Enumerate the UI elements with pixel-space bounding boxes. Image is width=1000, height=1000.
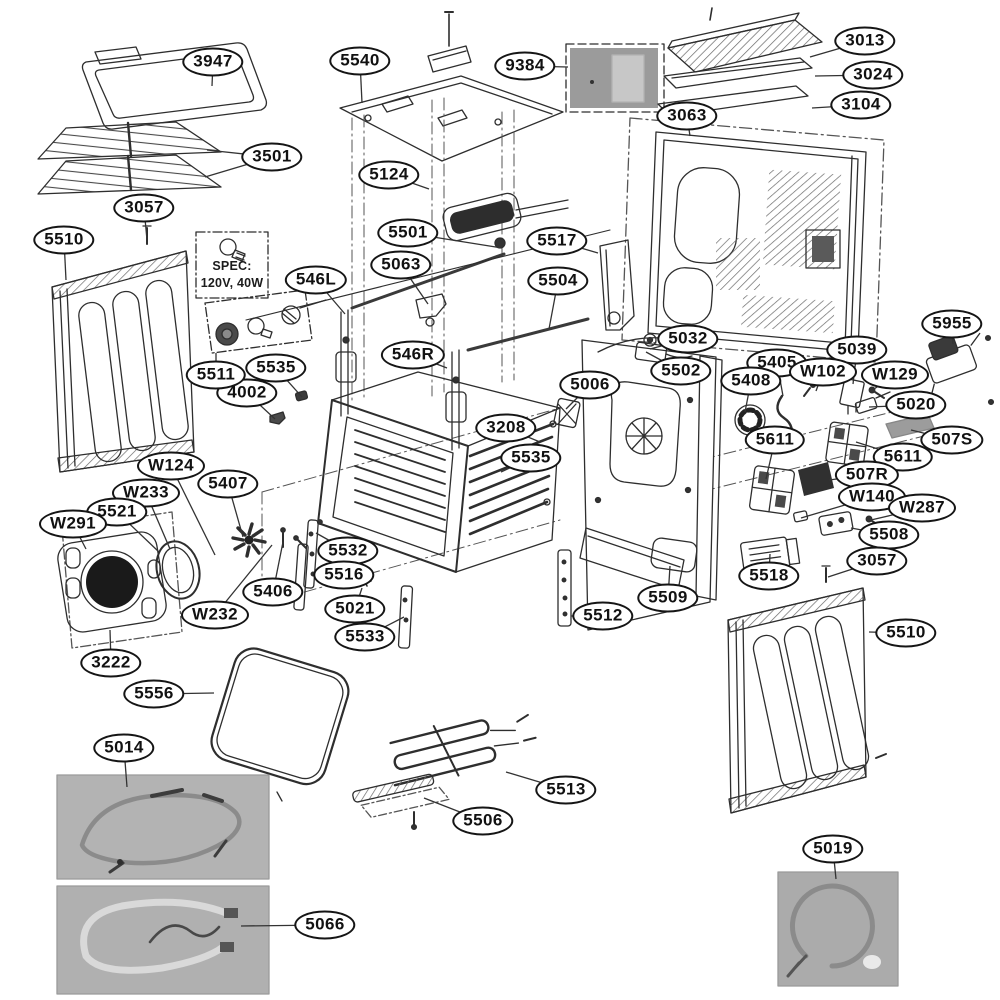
tube-photo (56, 885, 270, 995)
callout-5063: 5063 (370, 250, 432, 280)
callout-5504: 5504 (527, 266, 589, 296)
callout-3104: 3104 (830, 90, 892, 120)
callout-5509: 5509 (637, 583, 699, 613)
callout-3222: 3222 (80, 648, 142, 678)
part-door-latch (925, 332, 981, 411)
spec-line1: SPEC: (212, 259, 252, 273)
callout-9384: 9384 (494, 51, 556, 81)
callout-5407: 5407 (197, 469, 259, 499)
callout-3057: 3057 (113, 193, 175, 223)
callout-5501: 5501 (377, 218, 439, 248)
callout-w287: W287 (887, 493, 957, 523)
callout-w291: W291 (38, 509, 108, 539)
callout-5510: 5510 (33, 225, 95, 255)
callout-5518: 5518 (738, 561, 800, 591)
callout-5014: 5014 (93, 733, 155, 763)
callout-546r: 546R (380, 340, 446, 370)
callout-5019: 5019 (802, 834, 864, 864)
part-hinge-left (335, 309, 357, 417)
callout-5406: 5406 (242, 577, 304, 607)
callout-3947: 3947 (182, 47, 244, 77)
callout-5506: 5506 (452, 806, 514, 836)
callout-w102: W102 (788, 357, 858, 387)
spec-text: SPEC: 120V, 40W (199, 258, 265, 292)
callout-5020: 5020 (885, 390, 947, 420)
callout-5513: 5513 (535, 775, 597, 805)
callout-5510: 5510 (875, 618, 937, 648)
callout-5533: 5533 (334, 622, 396, 652)
part-top-panel (339, 11, 564, 162)
part-hinge-right (445, 349, 467, 451)
part-air-duct (599, 239, 635, 331)
callout-5408: 5408 (720, 366, 782, 396)
callout-5516: 5516 (313, 560, 375, 590)
part-insulation-panel-left (51, 250, 195, 473)
probe-loop-photo (777, 871, 899, 987)
callout-w124: W124 (136, 451, 206, 481)
pcb-photo (565, 43, 665, 113)
callout-5955: 5955 (921, 309, 983, 339)
callout-5540: 5540 (329, 46, 391, 76)
harness-photo (56, 774, 270, 880)
callout-5611: 5611 (744, 425, 806, 455)
callout-5517: 5517 (526, 226, 588, 256)
part-insulation-panel-right (727, 565, 887, 814)
callout-5535: 5535 (500, 443, 562, 473)
callout-5512: 5512 (572, 601, 634, 631)
spec-box (195, 231, 269, 299)
callout-5124: 5124 (358, 160, 420, 190)
callout-5032: 5032 (657, 324, 719, 354)
callout-3024: 3024 (842, 60, 904, 90)
callout-3501: 3501 (241, 142, 303, 172)
callout-3057: 3057 (846, 546, 908, 576)
callout-5502: 5502 (650, 356, 712, 386)
callout-5556: 5556 (123, 679, 185, 709)
callout-5508: 5508 (858, 520, 920, 550)
callout-546l: 546L (284, 265, 348, 295)
callout-w232: W232 (180, 600, 250, 630)
callout-5006: 5006 (559, 370, 621, 400)
callout-3063: 3063 (656, 101, 718, 131)
callout-5066: 5066 (294, 910, 356, 940)
callout-w129: W129 (860, 360, 930, 390)
part-broil-element (389, 713, 537, 787)
spec-line2: 120V, 40W (200, 275, 264, 290)
callout-5021: 5021 (324, 594, 386, 624)
callout-3013: 3013 (834, 26, 896, 56)
bulb-icon (219, 238, 246, 262)
part-rear-wall (579, 339, 723, 631)
callout-3208: 3208 (475, 413, 537, 443)
